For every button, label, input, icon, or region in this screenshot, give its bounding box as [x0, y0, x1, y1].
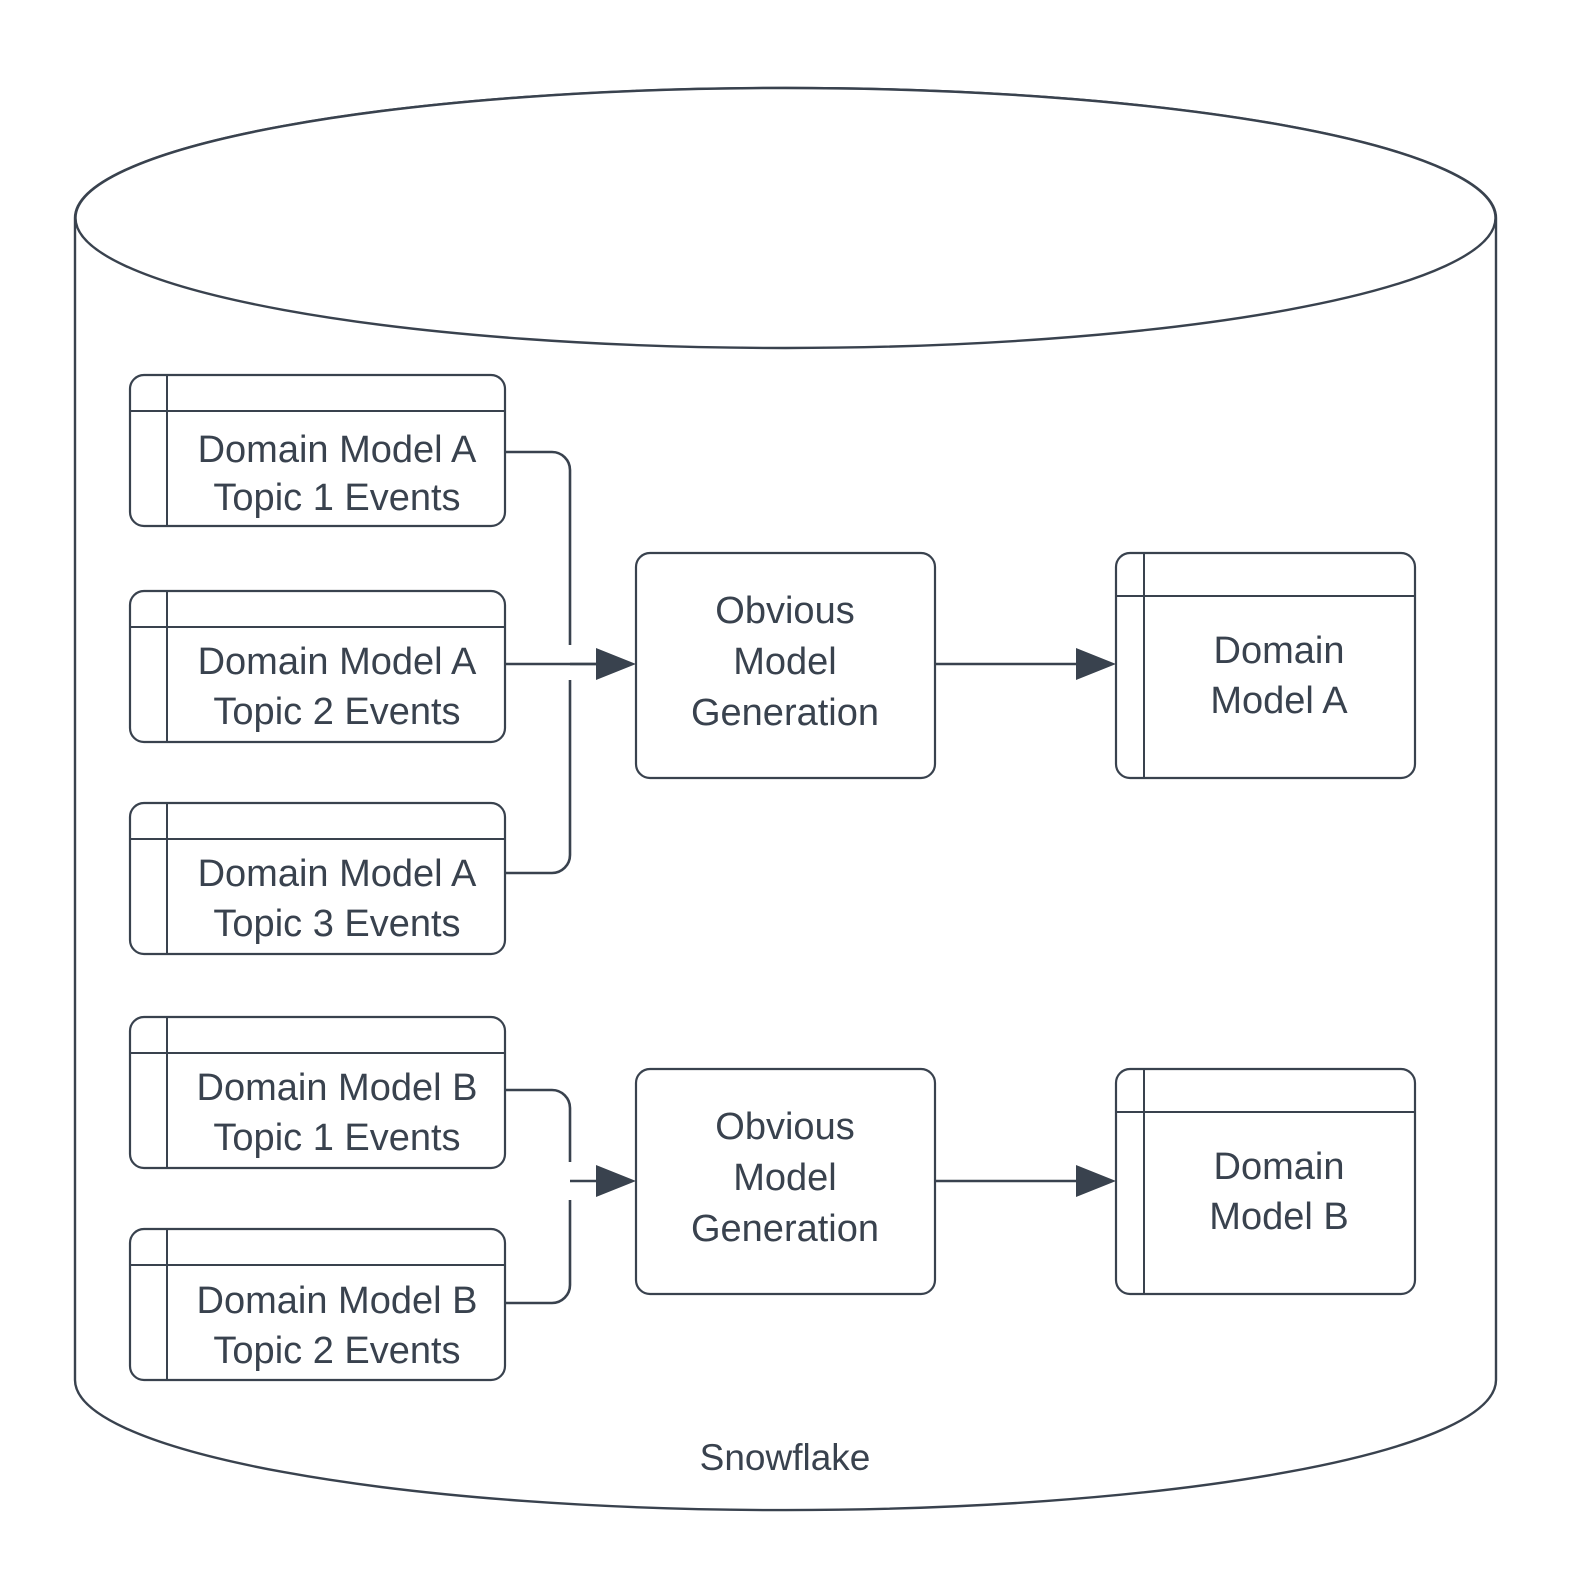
arrow-head-b-in	[596, 1165, 636, 1197]
node-label-line2: Topic 2 Events	[213, 1330, 460, 1372]
output-label-line2: Model A	[1210, 680, 1348, 722]
process-label-line3: Generation	[691, 1208, 879, 1250]
node-output-b[interactable]: Domain Model B	[1114, 1067, 1417, 1296]
node-label-line2: Topic 1 Events	[213, 477, 460, 519]
node-process-a[interactable]: Obvious Model Generation	[634, 551, 937, 780]
cylinder-label: Snowflake	[700, 1437, 871, 1478]
node-a-topic-2[interactable]: Domain Model A Topic 2 Events	[128, 589, 507, 744]
node-label-line1: Domain Model B	[197, 1280, 478, 1322]
node-label-line1: Domain Model A	[198, 641, 477, 683]
node-label-line2: Topic 3 Events	[213, 903, 460, 945]
process-label-line2: Model	[733, 1157, 837, 1199]
node-label-line1: Domain Model B	[197, 1067, 478, 1109]
edges-group-a	[505, 450, 1116, 875]
node-process-b[interactable]: Obvious Model Generation	[634, 1067, 937, 1296]
process-label-line2: Model	[733, 641, 837, 683]
node-label-line1: Domain Model A	[198, 429, 477, 471]
node-label-line2: Topic 2 Events	[213, 691, 460, 733]
arrow-head-a-out	[1076, 648, 1116, 680]
node-label-line2: Topic 1 Events	[213, 1117, 460, 1159]
edges-group-b	[505, 1088, 1116, 1305]
node-label-line1: Domain Model A	[198, 853, 477, 895]
output-label-line2: Model B	[1209, 1196, 1348, 1238]
arrow-head-b-out	[1076, 1165, 1116, 1197]
node-output-a[interactable]: Domain Model A	[1114, 551, 1417, 780]
output-label-line1: Domain	[1214, 630, 1345, 672]
process-label-line1: Obvious	[715, 1106, 854, 1148]
node-a-topic-1[interactable]: Domain Model A Topic 1 Events	[128, 373, 507, 528]
node-b-topic-2[interactable]: Domain Model B Topic 2 Events	[128, 1227, 507, 1382]
output-label-line1: Domain	[1214, 1146, 1345, 1188]
process-label-line3: Generation	[691, 692, 879, 734]
node-b-topic-1[interactable]: Domain Model B Topic 1 Events	[128, 1015, 507, 1170]
node-a-topic-3[interactable]: Domain Model A Topic 3 Events	[128, 801, 507, 956]
process-label-line1: Obvious	[715, 590, 854, 632]
arrow-head-a-in	[596, 648, 636, 680]
